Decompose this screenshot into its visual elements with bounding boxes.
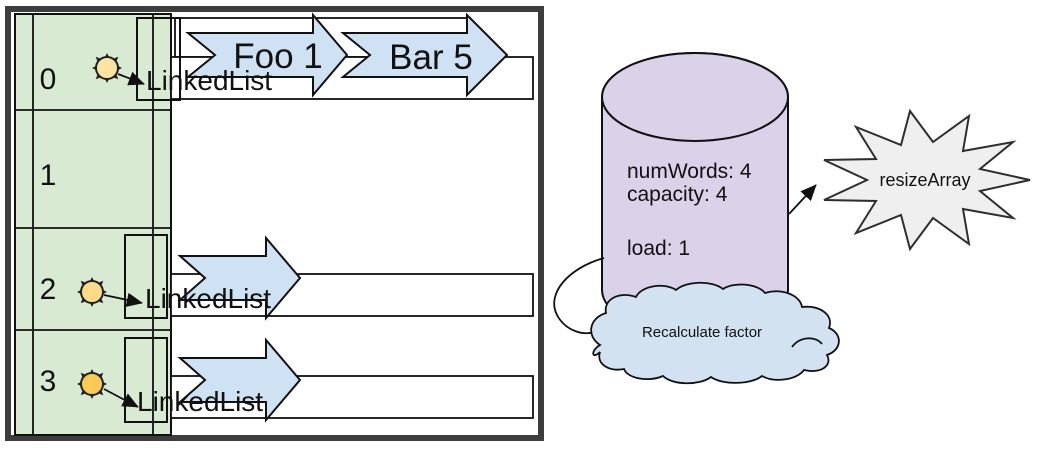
sun-icon-3 <box>77 369 107 399</box>
stats-panel: numWords: 4 capacity: 4 load: 1 Recalcul… <box>553 52 1031 385</box>
node-arrow-empty-3 <box>177 337 302 423</box>
node-arrow-foo <box>185 12 349 98</box>
linkedlist-label-0: LinkedList <box>146 65 272 96</box>
sun-icon-0 <box>92 53 122 83</box>
node-label-foo: Foo 1 <box>233 37 323 76</box>
bucket-index-1: 1 <box>40 159 57 192</box>
node-arrow-bar <box>340 12 509 98</box>
node-arrow-empty-2 <box>177 235 302 321</box>
cylinder-to-burst-arrow <box>788 184 817 215</box>
node-label-bar: Bar 5 <box>389 38 473 77</box>
recalc-cloud-label: Recalculate factor <box>642 324 762 341</box>
bucket-index-3: 3 <box>40 365 57 398</box>
pointer-arrow-0 <box>117 71 145 86</box>
linkedlist-label-2: LinkedList <box>145 283 271 314</box>
cylinder-stat-numwords: numWords: 4 <box>627 160 752 183</box>
cylinder-lid <box>601 52 789 142</box>
bucket-table <box>14 13 172 436</box>
resize-burst <box>823 108 1031 252</box>
cylinder-stat-capacity: capacity: 4 <box>627 183 728 206</box>
resize-burst-label: resizeArray <box>879 170 970 190</box>
linkedlist-label-3: LinkedList <box>137 386 263 417</box>
bucket-index-2: 2 <box>40 273 57 306</box>
hash-table-panel: 0 1 2 3 Foo 1 Bar 5 LinkedList LinkedLis… <box>5 6 544 441</box>
cylinder-to-cloud-connector <box>553 257 605 335</box>
pointer-arrow-3 <box>103 388 139 408</box>
bucket-index-0: 0 <box>40 63 57 96</box>
recalc-cloud <box>590 281 840 385</box>
linkedlist-box-3 <box>124 337 168 423</box>
pointer-arrow-2 <box>103 292 143 307</box>
cloud-inner-curl <box>791 337 823 348</box>
sun-icon-2 <box>77 277 107 307</box>
linkedlist-box-0 <box>136 17 181 101</box>
cylinder-stat-load: load: 1 <box>627 237 690 260</box>
linkedlist-box-2 <box>124 234 168 319</box>
